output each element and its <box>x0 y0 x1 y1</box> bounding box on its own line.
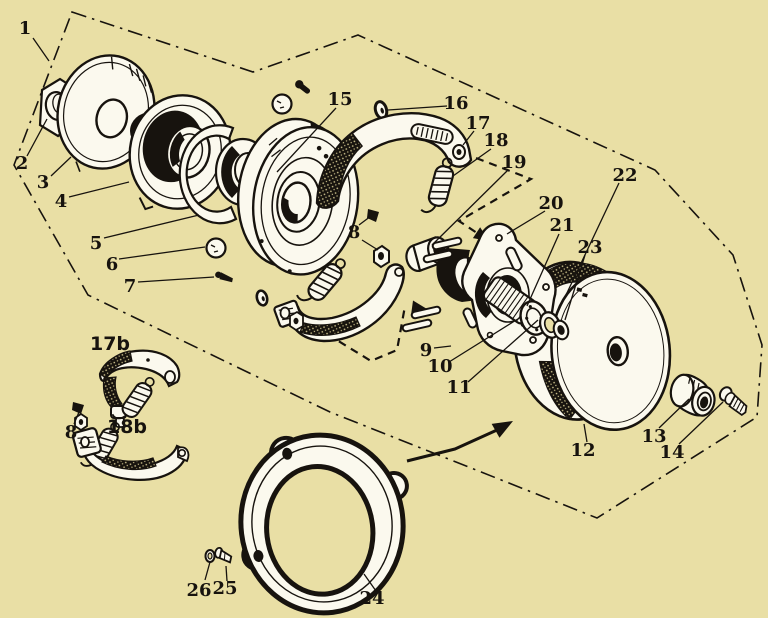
part-label-15: 15 <box>327 89 352 110</box>
part-label-18: 18 <box>483 130 508 151</box>
part-label-16: 16 <box>443 93 468 114</box>
part-label-8b: 8 <box>65 422 78 443</box>
steel-ball-top <box>273 95 292 114</box>
part-label-14: 14 <box>659 442 684 463</box>
part-label-24: 24 <box>359 588 384 609</box>
part-label-8: 8 <box>348 222 361 243</box>
part-label-4: 4 <box>55 191 68 212</box>
part-label-10: 10 <box>427 356 452 377</box>
part-label-26: 26 <box>186 580 211 601</box>
part-label-5: 5 <box>90 233 103 254</box>
part-label-17b: 17b <box>90 333 130 355</box>
part-label-1: 1 <box>19 18 32 39</box>
part-label-20: 20 <box>538 193 563 214</box>
part-label-6: 6 <box>106 254 119 275</box>
part-label-2: 2 <box>16 153 29 174</box>
part-label-23: 23 <box>577 237 602 258</box>
part-label-25: 25 <box>212 578 237 599</box>
part-label-19: 19 <box>501 152 526 173</box>
part-label-3: 3 <box>37 172 50 193</box>
part-label-18b: 18b <box>107 416 147 438</box>
steel-ball <box>207 239 226 258</box>
pivot-nut <box>290 312 303 330</box>
part-label-22: 22 <box>612 165 637 186</box>
part-label-11: 11 <box>446 377 471 398</box>
part-label-7: 7 <box>124 276 137 297</box>
part-label-12: 12 <box>570 440 595 461</box>
part-label-21: 21 <box>549 215 574 236</box>
